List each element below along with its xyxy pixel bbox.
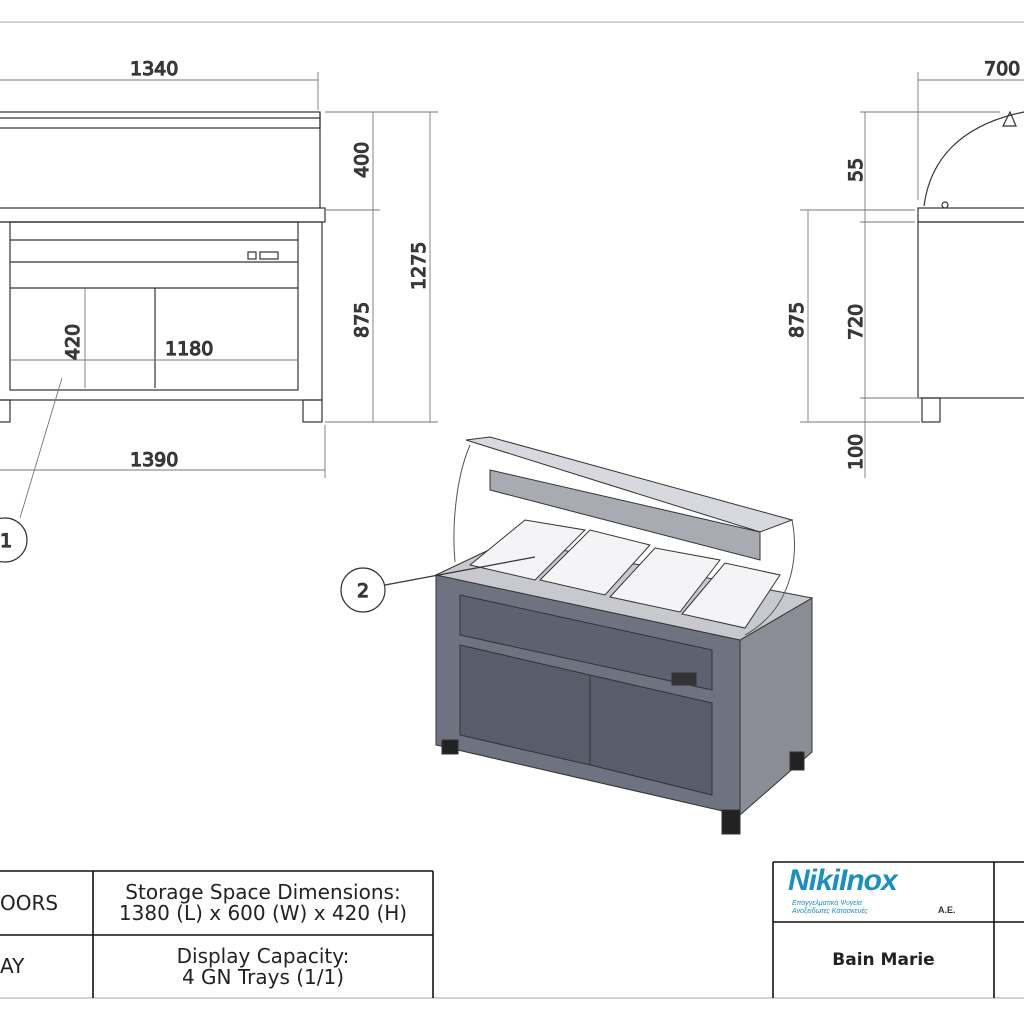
dim-720: 720: [845, 304, 867, 340]
display-capacity-title: Display Capacity:: [176, 943, 350, 968]
dim-420: 420: [62, 324, 84, 360]
logo-subtitle-line-2: Ανοξείδωτες Κατασκευές: [792, 908, 868, 915]
isometric-view: [434, 436, 814, 835]
dim-55: 55: [845, 158, 867, 182]
front-dimension-lines: [0, 72, 438, 519]
spec-row2-label: AY: [0, 954, 25, 978]
dim-875-front: 875: [351, 302, 373, 338]
callout-2-label: 2: [357, 580, 369, 602]
product-name: Bain Marie: [832, 949, 935, 970]
spec-row1-label: OORS: [0, 890, 59, 915]
storage-dimensions-title: Storage Space Dimensions:: [125, 880, 401, 904]
logo-text: NikiInox: [788, 864, 898, 897]
display-capacity-cell: Display Capacity: 4 GN Trays (1/1): [93, 935, 433, 998]
dim-875-side: 875: [786, 302, 808, 338]
dim-400: 400: [351, 142, 373, 178]
spec-table-grid: [0, 870, 434, 998]
dim-100: 100: [845, 434, 867, 470]
storage-dimensions-cell: Storage Space Dimensions: 1380 (L) x 600…: [93, 871, 433, 935]
title-block-grid: [772, 861, 1024, 998]
dim-1180: 1180: [165, 338, 213, 360]
callout-2-circle: [340, 567, 386, 613]
storage-dimensions-value: 1380 (L) x 600 (W) x 420 (H): [118, 901, 408, 925]
dim-1390: 1390: [130, 449, 178, 471]
callout-2-leader: [384, 556, 536, 586]
display-capacity-value: 4 GN Trays (1/1): [181, 964, 345, 989]
callout-1-circle: [0, 517, 28, 563]
front-view: [0, 111, 326, 423]
callout-1-label: 1: [0, 530, 12, 552]
side-dimension-lines: [800, 72, 1024, 478]
dim-1340: 1340: [130, 58, 178, 80]
logo-subtitle-line-1: Επαγγελματικά Ψυγεία: [792, 900, 862, 907]
dim-1275: 1275: [408, 242, 430, 290]
side-view: [917, 110, 1024, 423]
logo-suffix: A.E.: [938, 905, 956, 915]
dim-700: 700: [984, 58, 1020, 80]
